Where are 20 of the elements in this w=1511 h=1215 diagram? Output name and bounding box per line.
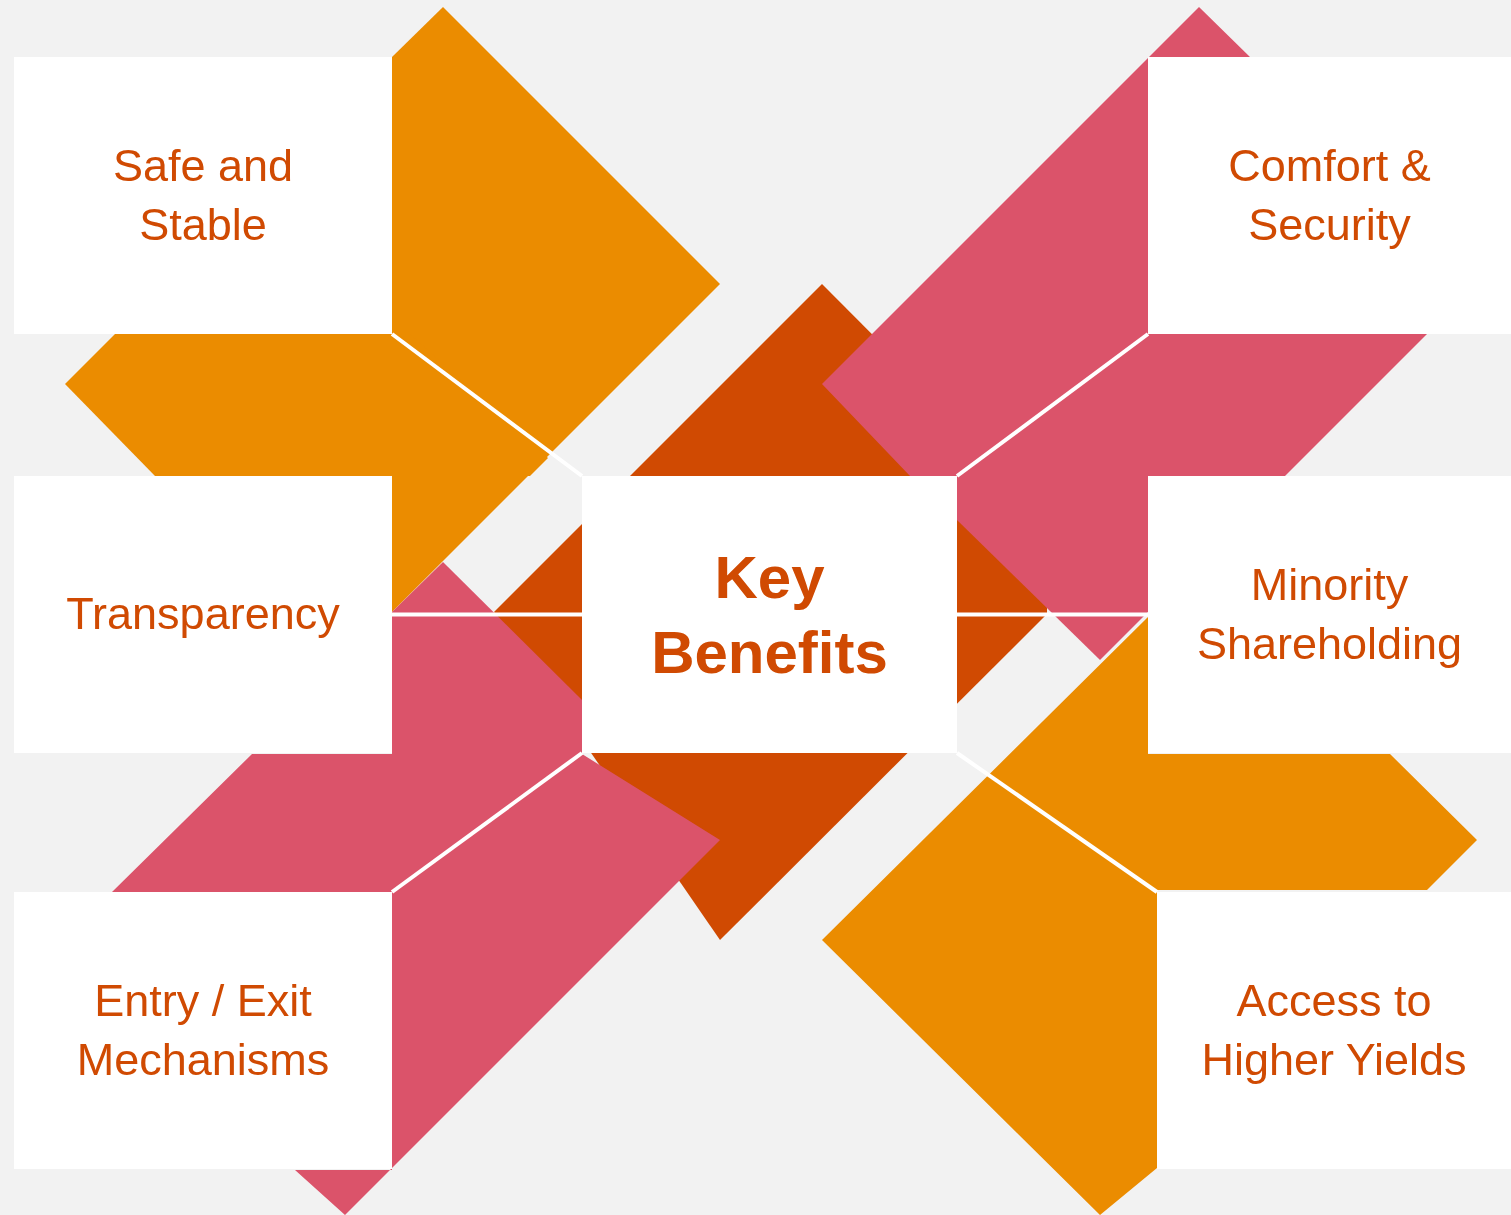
benefit-box — [1148, 476, 1511, 753]
benefit-label: Comfort & Security — [1227, 139, 1432, 252]
connector-line — [955, 332, 1150, 478]
connector-line — [957, 612, 1148, 617]
benefit-label: Transparency — [66, 587, 340, 642]
connector-line — [392, 612, 582, 617]
benefit-box — [1148, 57, 1511, 334]
connector-line — [390, 751, 584, 894]
benefit-label: Entry / Exit Mechanisms — [75, 974, 331, 1087]
benefit-label: Access to Higher Yields — [1200, 974, 1468, 1087]
connector-line — [390, 332, 584, 478]
benefit-box — [14, 476, 392, 753]
benefit-box — [1157, 892, 1511, 1169]
benefit-label: Minority Shareholding — [1195, 558, 1464, 671]
central-box — [582, 476, 957, 753]
connector-line — [955, 751, 1159, 894]
benefit-box — [14, 57, 392, 334]
central-title: Key Benefits — [650, 542, 889, 688]
benefit-box — [14, 892, 392, 1169]
benefit-label: Safe and Stable — [111, 139, 295, 252]
